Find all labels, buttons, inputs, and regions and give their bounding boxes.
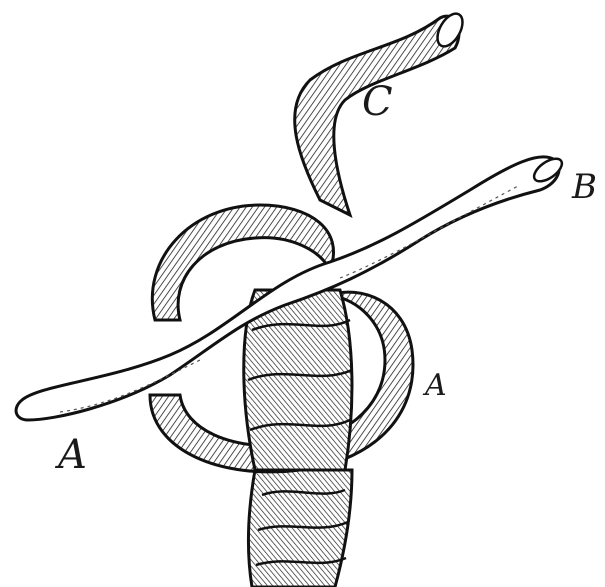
standing-rope: [248, 470, 352, 587]
label-a-loop: A: [422, 368, 447, 403]
label-a: A: [54, 432, 87, 478]
label-c: C: [362, 79, 393, 125]
label-b: B: [571, 167, 597, 207]
